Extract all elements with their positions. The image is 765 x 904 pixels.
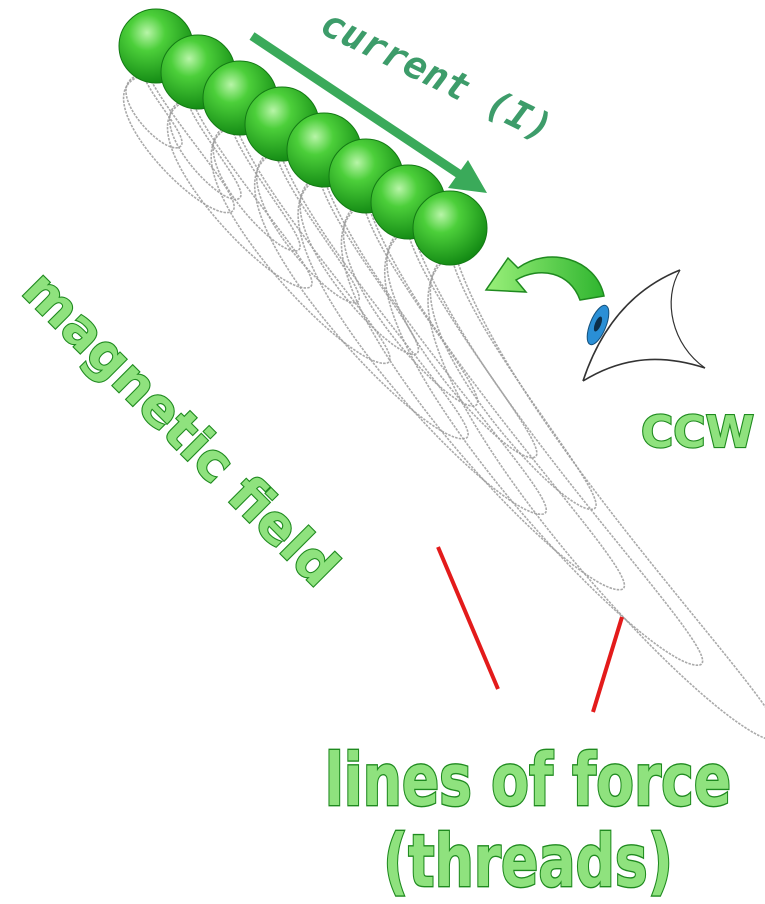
field-line-loop	[341, 205, 624, 590]
magnetic-field-label: magnetic field	[11, 260, 350, 599]
ccw-label: CCW	[641, 407, 754, 458]
rotation-arrow-icon	[486, 257, 604, 300]
pointer-lines	[438, 547, 622, 712]
threads-label: (threads)	[383, 820, 673, 904]
lines-of-force-label: lines of force	[325, 739, 731, 823]
green-sphere-icon	[413, 191, 487, 265]
